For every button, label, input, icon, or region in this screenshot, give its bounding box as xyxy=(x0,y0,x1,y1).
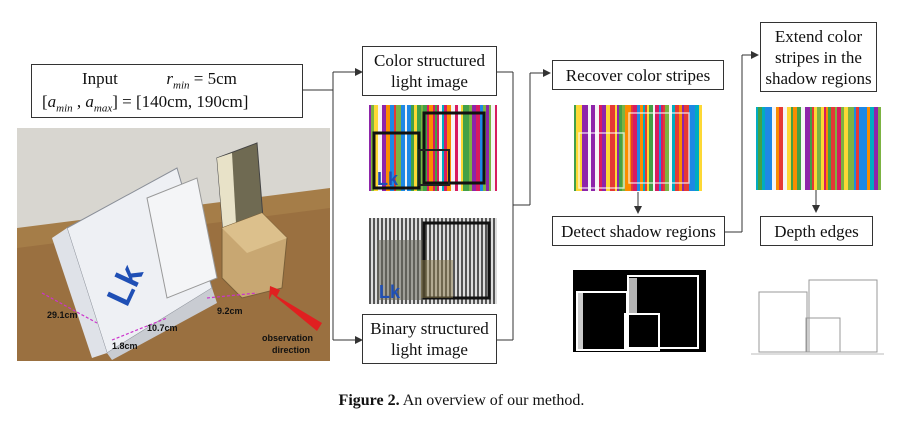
svg-text:Lk: Lk xyxy=(379,282,401,302)
caption-text: An overview of our method. xyxy=(399,392,585,409)
direction-label: direction xyxy=(272,345,311,355)
depth-box-label: Depth edges xyxy=(774,221,859,241)
amax-symbol: a xyxy=(85,92,94,111)
amin-subscript: min xyxy=(56,102,73,115)
rmin-line: Input rmin = 5cm xyxy=(82,69,237,91)
color-box-line1: Color structured xyxy=(374,51,485,70)
depth-edges-image xyxy=(751,270,884,358)
extend-box-line2: stripes in the xyxy=(775,47,862,67)
amin-symbol: a xyxy=(47,92,57,111)
color-structured-image: Lk xyxy=(369,105,497,191)
range-line: [amin , amax] = [140cm, 190cm] xyxy=(42,92,248,114)
detect-box-label: Detect shadow regions xyxy=(561,221,716,241)
extended-stripes-image xyxy=(756,107,881,190)
recovered-stripes-image xyxy=(574,105,702,191)
extend-box-line1: Extend color xyxy=(774,26,863,46)
measure-29cm: 29.1cm xyxy=(47,310,78,320)
color-structured-light-box: Color structured light image xyxy=(362,46,497,96)
scene-photo: Lk 29.1cm 1.8cm 10.7cm 9.2cm observation… xyxy=(17,128,330,361)
recover-color-stripes-box: Recover color stripes xyxy=(552,60,724,90)
binary-structured-light-box: Binary structured light image xyxy=(362,314,497,364)
measure-9-2cm: 9.2cm xyxy=(217,306,243,316)
shadow-regions-image xyxy=(573,270,706,352)
svg-text:Lk: Lk xyxy=(377,169,399,189)
input-parameters-box: Input rmin = 5cm [amin , amax] = [140cm,… xyxy=(31,64,303,118)
binary-box-line2: light image xyxy=(391,340,468,359)
rmin-subscript: min xyxy=(173,79,190,92)
figure-caption: Figure 2. An overview of our method. xyxy=(0,392,923,410)
figure-number: Figure 2. xyxy=(338,392,400,409)
rmin-symbol: r xyxy=(166,69,174,88)
range-open: [ xyxy=(42,92,48,111)
extend-box-line3: shadow regions xyxy=(765,68,872,88)
recover-box-label: Recover color stripes xyxy=(565,65,711,85)
detect-shadow-regions-box: Detect shadow regions xyxy=(552,216,725,246)
input-label: Input xyxy=(82,69,118,88)
binary-box-line1: Binary structured xyxy=(370,319,489,338)
color-box-line2: light image xyxy=(391,72,468,91)
depth-edges-box: Depth edges xyxy=(760,216,873,246)
binary-structured-image: Lk xyxy=(369,218,497,304)
range-value: ] = [140cm, 190cm] xyxy=(112,92,249,111)
measure-1-8cm: 1.8cm xyxy=(112,341,138,351)
measure-10-7cm: 10.7cm xyxy=(147,323,178,333)
amax-subscript: max xyxy=(93,102,113,115)
rmin-value: = 5cm xyxy=(193,69,237,88)
range-comma: , xyxy=(72,92,86,111)
extend-color-stripes-box: Extend color stripes in the shadow regio… xyxy=(760,22,877,92)
observation-label: observation xyxy=(262,333,314,343)
